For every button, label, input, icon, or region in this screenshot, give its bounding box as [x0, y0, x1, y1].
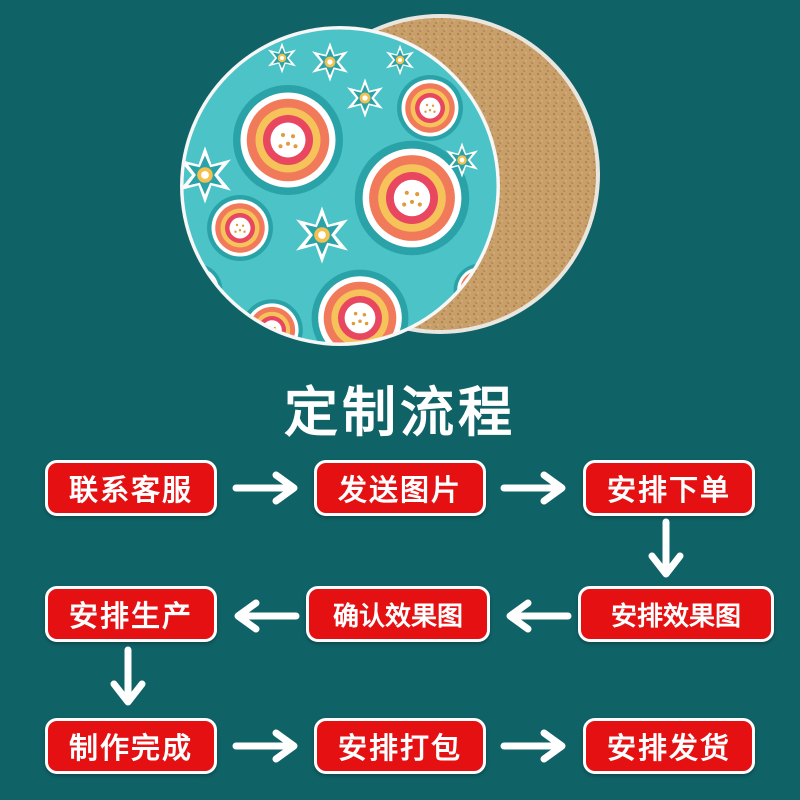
- coaster-front: [182, 28, 498, 344]
- step-arrange-production: 安排生产: [45, 586, 217, 642]
- arrow-down-icon: [110, 646, 146, 706]
- step-place-order: 安排下单: [583, 460, 755, 516]
- step-contact-service: 联系客服: [45, 460, 217, 516]
- step-arrange-packing: 安排打包: [314, 718, 486, 774]
- arrow-right-icon: [232, 729, 298, 763]
- arrow-down-icon: [648, 518, 684, 578]
- coaster-product-image: [180, 14, 600, 346]
- step-send-image: 发送图片: [314, 460, 486, 516]
- step-arrange-shipping: 安排发货: [583, 718, 755, 774]
- arrow-right-icon: [500, 471, 566, 505]
- arrow-right-icon: [232, 471, 298, 505]
- arrow-left-icon: [234, 599, 300, 633]
- step-confirm-preview: 确认效果图: [306, 586, 490, 642]
- arrow-left-icon: [506, 599, 572, 633]
- step-production-done: 制作完成: [45, 718, 217, 774]
- arrow-right-icon: [500, 729, 566, 763]
- step-arrange-preview: 安排效果图: [578, 586, 774, 642]
- page-title: 定制流程: [284, 381, 516, 444]
